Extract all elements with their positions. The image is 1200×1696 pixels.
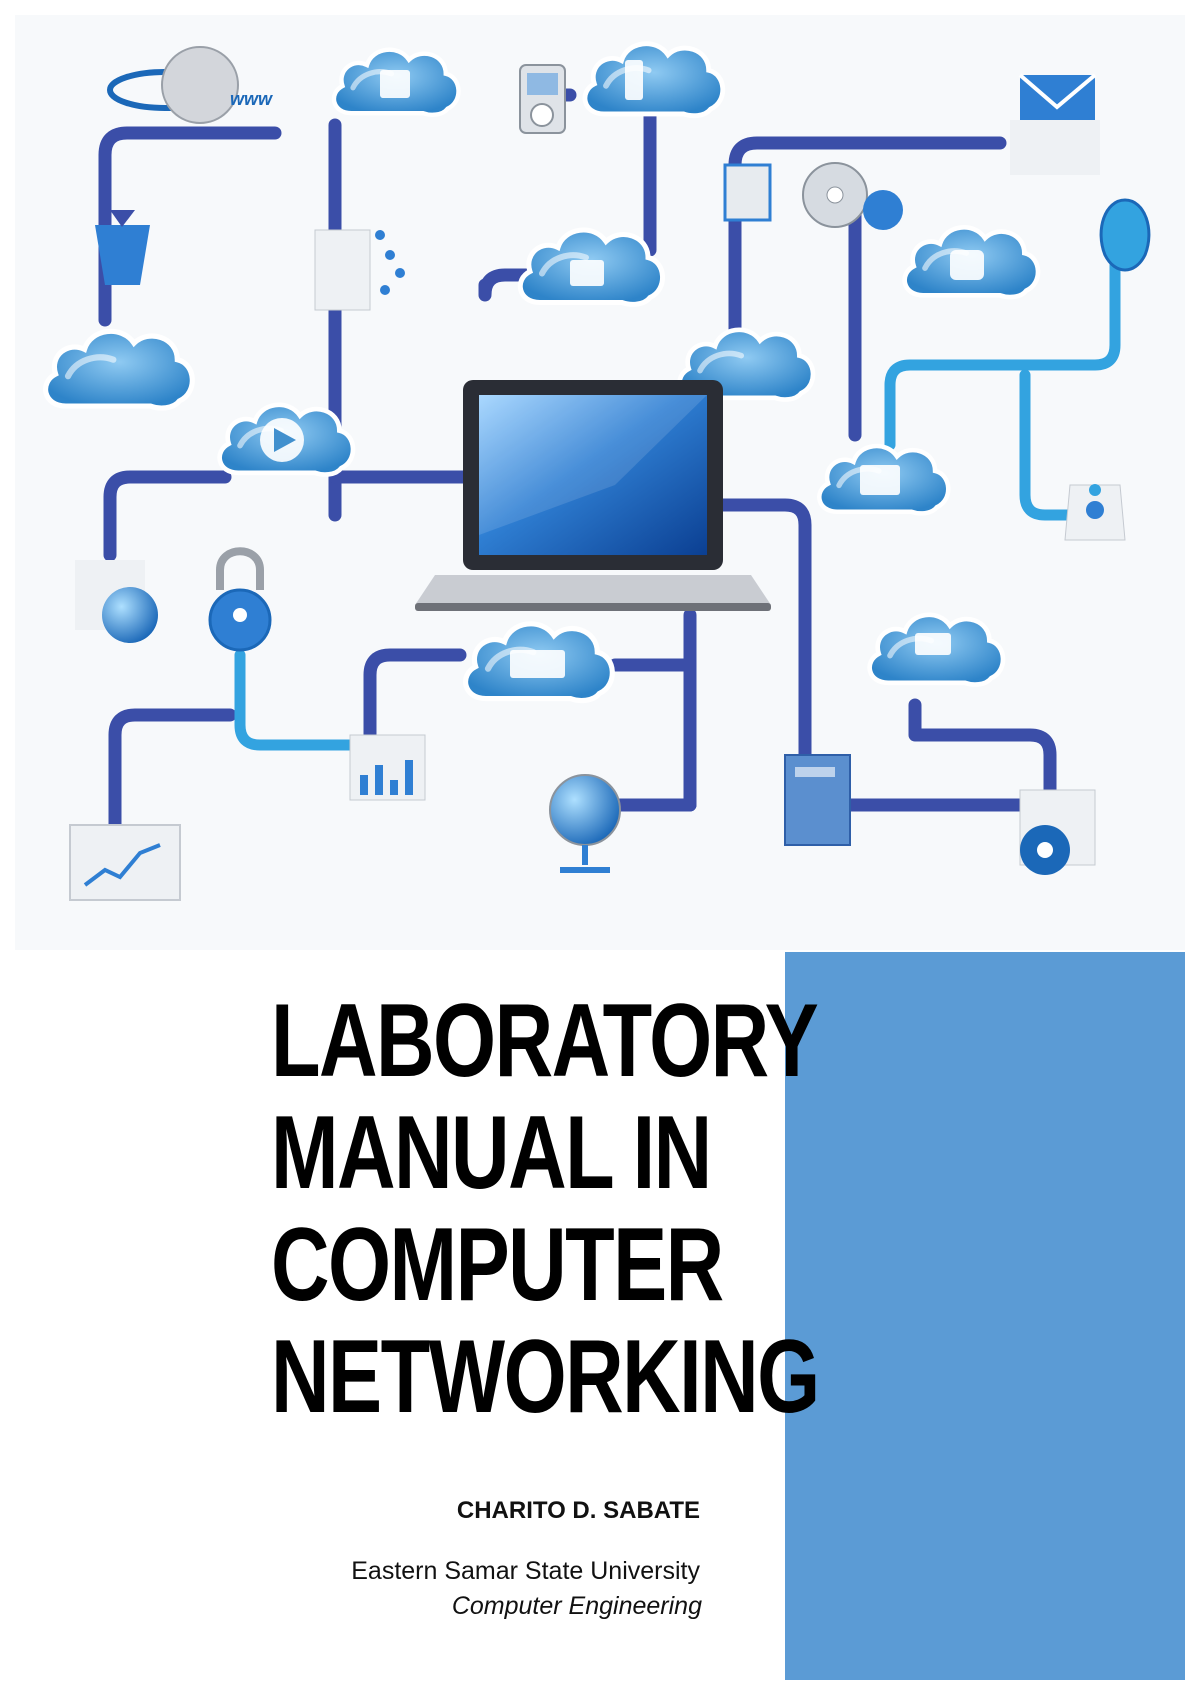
router-icon <box>95 210 150 285</box>
disc-icon <box>723 162 903 230</box>
department-name: Computer Engineering <box>451 1592 702 1620</box>
printer-icon <box>915 633 951 655</box>
laptop-icon <box>415 380 771 611</box>
institution-name: Eastern Samar State University <box>351 1557 700 1585</box>
book-icon <box>784 754 851 846</box>
tablet-icon <box>625 60 643 100</box>
email-icon <box>1010 73 1100 175</box>
www-label: www <box>230 89 273 109</box>
document-icon <box>314 229 405 311</box>
title-line-4: NETWORKING <box>271 1319 820 1435</box>
mouse-icon <box>1099 198 1151 272</box>
accent-panel <box>785 952 1185 1680</box>
desk-globe-icon <box>549 774 621 873</box>
server-icon <box>1064 484 1126 541</box>
author-name: CHARITO D. SABATE <box>456 1497 700 1524</box>
network-lines-dark <box>98 83 1121 832</box>
diagram-icon <box>510 650 565 678</box>
chart-icon <box>380 70 410 98</box>
title-line-1: LABORATORY <box>271 983 819 1099</box>
film-reel-icon <box>1019 789 1096 875</box>
cover-illustration: www <box>15 15 1185 950</box>
cover-title: LABORATORY MANUAL IN COMPUTER NETWORKING <box>150 983 820 1435</box>
bar-chart-icon <box>349 734 426 801</box>
screen-icon <box>860 465 900 495</box>
mp3-player-icon <box>519 64 566 134</box>
earth-icon <box>75 560 158 643</box>
title-line-3: COMPUTER <box>271 1207 724 1323</box>
monitor-chart-icon <box>69 824 181 901</box>
title-line-2: MANUAL IN <box>271 1095 712 1211</box>
bus-icon <box>950 250 984 280</box>
lock-icon <box>208 547 272 652</box>
globe-icon: www <box>107 46 273 124</box>
folder-icon <box>570 260 604 286</box>
